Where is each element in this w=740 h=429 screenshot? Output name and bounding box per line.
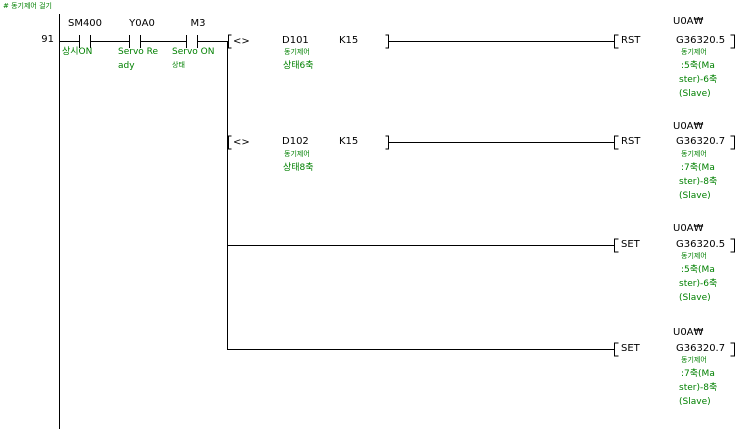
contact-comment: ady bbox=[118, 61, 135, 71]
output-device[interactable]: G36320.5 bbox=[676, 35, 726, 46]
output-bracket-right bbox=[730, 342, 735, 357]
output-comment: ster)-6축 bbox=[679, 75, 718, 85]
output-bracket-right bbox=[730, 135, 735, 150]
output-instruction: SET bbox=[621, 343, 640, 354]
contact-device-label: M3 bbox=[190, 18, 206, 29]
output-instruction: SET bbox=[621, 239, 640, 250]
compare-source-1[interactable]: D102 bbox=[282, 136, 309, 147]
compare-comment: 상태6축 bbox=[283, 61, 314, 71]
output-device-unit[interactable]: U0A₩ bbox=[673, 223, 704, 234]
statement-comment: # 동기제어 걸기 bbox=[3, 2, 52, 10]
output-comment: 동기제어 bbox=[681, 252, 707, 260]
step-number: 91 bbox=[41, 34, 54, 45]
contact-comment: 상태 bbox=[172, 61, 185, 69]
compare-comment: 동기제어 bbox=[284, 48, 310, 56]
contact-comment: Servo Re bbox=[118, 47, 159, 57]
output-device[interactable]: G36320.7 bbox=[676, 136, 726, 147]
output-bracket-left bbox=[614, 34, 619, 49]
output-bracket-left bbox=[614, 238, 619, 253]
output-comment: :7축(Ma bbox=[681, 369, 715, 379]
compare-bracket-right bbox=[385, 135, 389, 150]
compare-bracket-right bbox=[385, 34, 389, 49]
output-comment: ster)-8축 bbox=[679, 383, 718, 393]
output-bracket-left bbox=[614, 135, 619, 150]
contact-device-label: Y0A0 bbox=[129, 18, 155, 29]
compare-operator: <> bbox=[233, 36, 250, 47]
output-comment: (Slave) bbox=[679, 397, 711, 407]
compare-comment: 동기제어 bbox=[284, 150, 310, 158]
contact-m3[interactable] bbox=[186, 35, 198, 48]
output-comment: 동기제어 bbox=[681, 150, 707, 158]
compare-comment: 상태8축 bbox=[283, 163, 314, 173]
output-comment: :5축(Ma bbox=[681, 61, 715, 71]
output-comment: (Slave) bbox=[679, 293, 711, 303]
compare-operator: <> bbox=[233, 137, 250, 148]
output-comment: 동기제어 bbox=[681, 48, 707, 56]
output-device-unit[interactable]: U0A₩ bbox=[673, 121, 704, 132]
compare-source-1[interactable]: D101 bbox=[282, 35, 309, 46]
output-comment: ster)-6축 bbox=[679, 279, 718, 289]
output-device[interactable]: G36320.5 bbox=[676, 239, 726, 250]
output-device-unit[interactable]: U0A₩ bbox=[673, 16, 704, 27]
output-device-unit[interactable]: U0A₩ bbox=[673, 327, 704, 338]
output-comment: ster)-8축 bbox=[679, 177, 718, 187]
output-comment: (Slave) bbox=[679, 191, 711, 201]
output-comment: :7축(Ma bbox=[681, 163, 715, 173]
output-comment: :5축(Ma bbox=[681, 265, 715, 275]
output-bracket-right bbox=[730, 238, 735, 253]
compare-bracket-left bbox=[228, 34, 232, 49]
contact-device-label: SM400 bbox=[67, 18, 103, 29]
contact-y0a0[interactable] bbox=[129, 35, 141, 48]
output-comment: 동기제어 bbox=[681, 356, 707, 364]
output-instruction: RST bbox=[621, 35, 641, 46]
output-comment: (Slave) bbox=[679, 89, 711, 99]
contact-sm400[interactable] bbox=[79, 35, 91, 48]
compare-source-2[interactable]: K15 bbox=[339, 136, 359, 147]
contact-comment: 상시ON bbox=[62, 47, 93, 57]
contact-comment: Servo ON bbox=[172, 47, 215, 57]
compare-bracket-left bbox=[228, 135, 232, 150]
output-device[interactable]: G36320.7 bbox=[676, 343, 726, 354]
output-bracket-right bbox=[730, 34, 735, 49]
compare-source-2[interactable]: K15 bbox=[339, 35, 359, 46]
output-instruction: RST bbox=[621, 136, 641, 147]
output-bracket-left bbox=[614, 342, 619, 357]
